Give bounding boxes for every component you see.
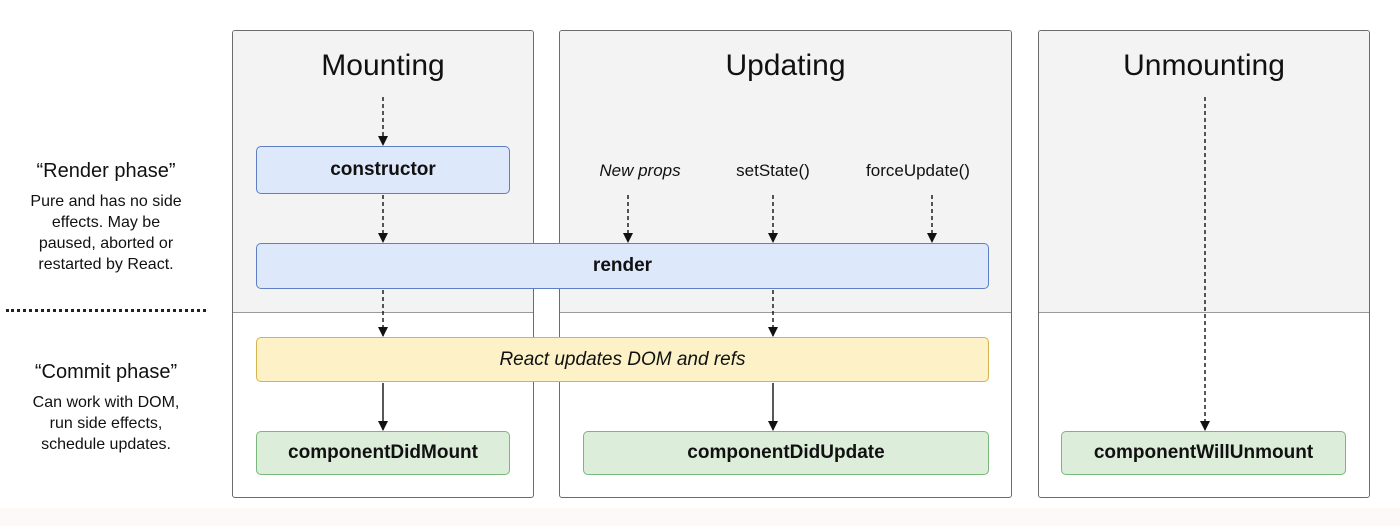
- unmounting-render-area: [1039, 31, 1369, 313]
- set-state-trigger: setState(): [736, 161, 810, 180]
- commit-phase-label: “Commit phase” Can work with DOM, run si…: [10, 361, 202, 455]
- constructor-box: constructor: [256, 146, 510, 194]
- new-props-trigger: New props: [599, 161, 681, 180]
- render-phase-desc-line: restarted by React.: [38, 256, 174, 273]
- render-phase-desc-line: Pure and has no side: [30, 193, 182, 210]
- component-did-update-box: componentDidUpdate: [583, 431, 989, 475]
- bottom-strip: [0, 508, 1400, 526]
- commit-phase-desc-line: schedule updates.: [41, 436, 171, 453]
- component-did-mount-box: componentDidMount: [256, 431, 510, 475]
- render-phase-desc-line: effects. May be: [51, 214, 161, 231]
- commit-phase-description: Can work with DOM, run side effects, sch…: [10, 392, 202, 455]
- unmounting-title: Unmounting: [1123, 49, 1285, 82]
- updating-title: Updating: [725, 49, 846, 82]
- render-phase-desc-line: paused, aborted or: [38, 235, 174, 252]
- commit-phase-desc-line: run side effects,: [49, 415, 163, 432]
- phase-divider: [6, 309, 206, 312]
- render-phase-label: “Render phase” Pure and has no side effe…: [10, 160, 202, 275]
- force-update-trigger: forceUpdate(): [866, 161, 970, 180]
- commit-phase-desc-line: Can work with DOM,: [32, 394, 180, 411]
- component-will-unmount-box: componentWillUnmount: [1061, 431, 1346, 475]
- react-updates-dom-box: React updates DOM and refs: [256, 337, 989, 382]
- render-phase-description: Pure and has no side effects. May be pau…: [10, 191, 202, 275]
- commit-phase-title: “Commit phase”: [34, 361, 178, 383]
- render-box: render: [256, 243, 989, 289]
- render-phase-title: “Render phase”: [36, 160, 176, 182]
- unmounting-column: Unmounting: [1038, 30, 1370, 498]
- mounting-title: Mounting: [321, 49, 445, 82]
